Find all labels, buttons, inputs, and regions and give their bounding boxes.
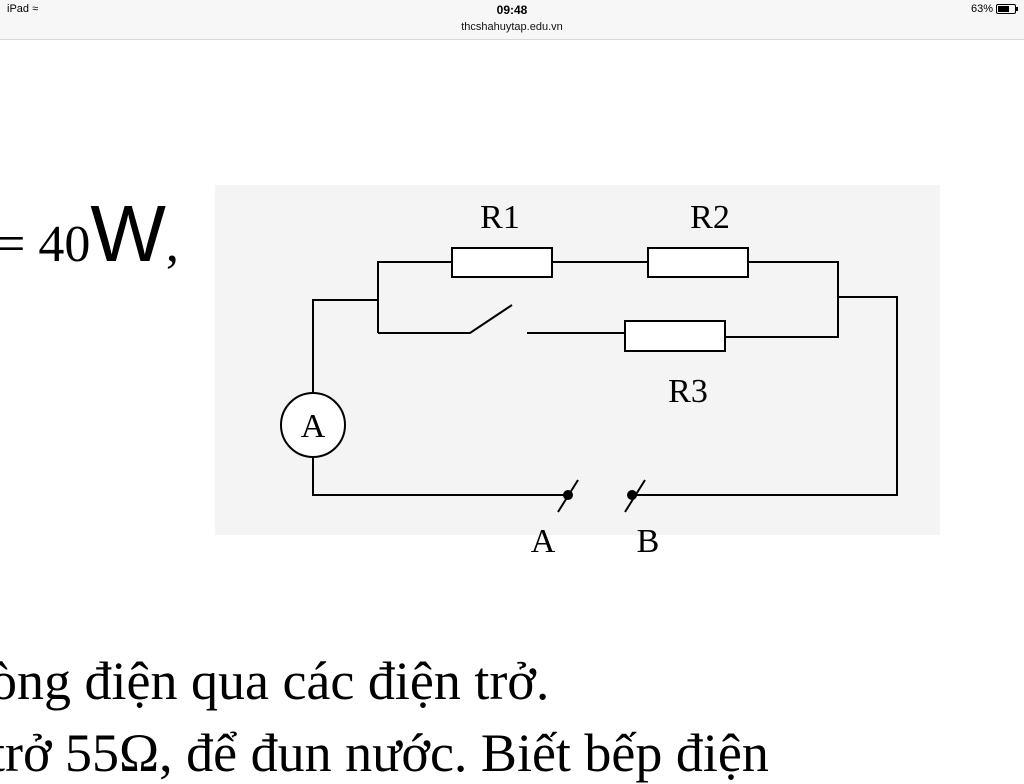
label-r2: R2	[690, 199, 730, 236]
label-terminal-a: A	[531, 523, 556, 560]
terminal-b	[627, 490, 637, 500]
status-bar: iPad ≈ 09:48 thcshahuytap.edu.vn 63%	[0, 0, 1024, 40]
text-line-1: òng điện qua các điện trở.	[0, 651, 550, 711]
label-r1: R1	[480, 199, 520, 236]
circuit-diagram: R1 R2 R3 A A B	[215, 185, 940, 560]
label-ammeter: A	[301, 408, 326, 445]
label-r3: R3	[668, 373, 708, 410]
equation-text: = 40W,	[0, 189, 179, 278]
ammeter	[280, 392, 346, 458]
wire	[312, 457, 565, 496]
resistor-r2	[647, 247, 749, 278]
resistor-r1	[451, 247, 553, 278]
battery-status: 63%	[971, 3, 1018, 15]
battery-icon	[996, 4, 1018, 14]
text-line-2: trở 55Ω, để đun nước. Biết bếp điện	[0, 723, 769, 783]
terminal-a	[563, 490, 573, 500]
clock: 09:48	[496, 3, 528, 17]
url-label[interactable]: thcshahuytap.edu.vn	[461, 21, 563, 33]
label-terminal-b: B	[637, 523, 660, 560]
wifi-icon: ≈	[32, 3, 39, 15]
resistor-r3	[624, 320, 726, 352]
device-label: iPad ≈	[7, 3, 39, 15]
switch	[378, 304, 513, 334]
